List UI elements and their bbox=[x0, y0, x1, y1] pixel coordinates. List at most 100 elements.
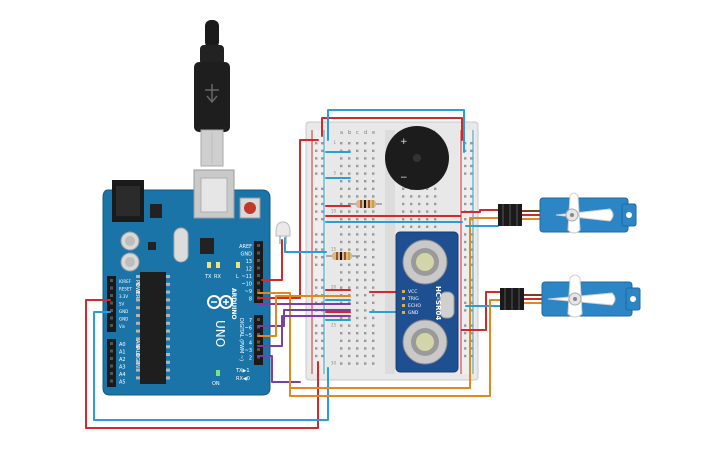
rail-hole[interactable] bbox=[315, 233, 318, 236]
rail-hole[interactable] bbox=[321, 354, 324, 358]
rail-hole[interactable] bbox=[464, 172, 467, 175]
wire-servo2-signal[interactable] bbox=[289, 299, 501, 397]
breadboard-hole[interactable] bbox=[348, 149, 351, 152]
rail-hole[interactable] bbox=[321, 339, 324, 342]
breadboard-hole[interactable] bbox=[356, 339, 359, 342]
rail-hole[interactable] bbox=[321, 233, 324, 236]
breadboard-hole[interactable] bbox=[364, 195, 367, 198]
breadboard-hole[interactable] bbox=[402, 225, 405, 228]
rail-hole[interactable] bbox=[470, 278, 473, 282]
rail-hole[interactable] bbox=[464, 233, 467, 236]
breadboard-hole[interactable] bbox=[348, 195, 351, 198]
wire-pin-12[interactable] bbox=[257, 139, 319, 299]
breadboard-hole[interactable] bbox=[372, 225, 375, 228]
rail-hole[interactable] bbox=[315, 210, 318, 213]
rail-hole[interactable] bbox=[470, 339, 473, 342]
breadboard-hole[interactable] bbox=[364, 339, 367, 342]
rail-hole[interactable] bbox=[321, 149, 324, 152]
header-pin-hole[interactable] bbox=[257, 318, 260, 321]
breadboard-hole[interactable] bbox=[426, 218, 429, 221]
breadboard-hole[interactable] bbox=[372, 278, 375, 282]
resistor-2[interactable] bbox=[326, 252, 360, 260]
rail-hole[interactable] bbox=[470, 172, 473, 175]
header-pin-hole[interactable] bbox=[257, 340, 260, 344]
breadboard-hole[interactable] bbox=[372, 149, 375, 152]
breadboard-hole[interactable] bbox=[348, 324, 351, 327]
breadboard-hole[interactable] bbox=[348, 286, 351, 289]
breadboard-hole[interactable] bbox=[340, 180, 343, 183]
rail-hole[interactable] bbox=[321, 202, 324, 206]
breadboard-hole[interactable] bbox=[356, 248, 359, 251]
breadboard-hole[interactable] bbox=[340, 187, 343, 190]
wire-led-pin13[interactable] bbox=[261, 239, 283, 281]
wire-pin-6[interactable] bbox=[257, 309, 351, 327]
rail-hole[interactable] bbox=[464, 339, 467, 342]
rail-hole[interactable] bbox=[321, 286, 324, 289]
rail-hole[interactable] bbox=[321, 240, 324, 244]
rail-hole[interactable] bbox=[464, 157, 467, 160]
led[interactable] bbox=[275, 221, 291, 244]
wire-servo1-signal[interactable] bbox=[257, 217, 499, 389]
breadboard-hole[interactable] bbox=[372, 294, 375, 297]
breadboard-hole[interactable] bbox=[364, 248, 367, 251]
breadboard-hole[interactable] bbox=[356, 142, 359, 145]
breadboard-hole[interactable] bbox=[356, 354, 359, 358]
breadboard-hole[interactable] bbox=[356, 195, 359, 198]
rail-hole[interactable] bbox=[464, 142, 467, 145]
breadboard-hole[interactable] bbox=[340, 316, 343, 320]
header-pin-hole[interactable] bbox=[110, 279, 113, 282]
breadboard-hole[interactable] bbox=[348, 301, 351, 304]
breadboard-hole[interactable] bbox=[340, 202, 343, 206]
rail-hole[interactable] bbox=[464, 218, 467, 221]
rail-hole[interactable] bbox=[464, 149, 467, 152]
breadboard-hole[interactable] bbox=[340, 157, 343, 160]
rail-hole[interactable] bbox=[321, 195, 324, 198]
breadboard-hole[interactable] bbox=[372, 187, 375, 190]
breadboard-hole[interactable] bbox=[340, 210, 343, 213]
breadboard-hole[interactable] bbox=[364, 332, 367, 335]
rail-hole[interactable] bbox=[470, 286, 473, 289]
breadboard-hole[interactable] bbox=[356, 256, 359, 259]
rail-hole[interactable] bbox=[315, 142, 318, 145]
header-pin-hole[interactable] bbox=[257, 259, 260, 262]
breadboard-hole[interactable] bbox=[418, 225, 421, 228]
breadboard-hole[interactable] bbox=[348, 142, 351, 145]
rail-hole[interactable] bbox=[470, 187, 473, 190]
rail-hole[interactable] bbox=[470, 218, 473, 221]
breadboard-hole[interactable] bbox=[348, 347, 351, 350]
breadboard-hole[interactable] bbox=[356, 316, 359, 320]
breadboard-hole[interactable] bbox=[356, 294, 359, 297]
breadboard-hole[interactable] bbox=[356, 210, 359, 213]
breadboard-hole[interactable] bbox=[340, 362, 343, 365]
rail-hole[interactable] bbox=[464, 301, 467, 304]
breadboard-hole[interactable] bbox=[356, 362, 359, 365]
wire-servo2-vcc[interactable] bbox=[461, 291, 501, 331]
rail-hole[interactable] bbox=[464, 278, 467, 282]
header-pin-hole[interactable] bbox=[110, 316, 113, 320]
header-pin-hole[interactable] bbox=[257, 266, 260, 270]
breadboard-hole[interactable] bbox=[372, 195, 375, 198]
header-pin-hole[interactable] bbox=[110, 324, 113, 327]
rail-hole[interactable] bbox=[470, 256, 473, 259]
breadboard-hole[interactable] bbox=[340, 278, 343, 282]
piezo-buzzer[interactable]: + − bbox=[385, 126, 449, 190]
breadboard-hole[interactable] bbox=[348, 339, 351, 342]
rail-hole[interactable] bbox=[470, 157, 473, 160]
breadboard-hole[interactable] bbox=[340, 142, 343, 145]
rail-hole[interactable] bbox=[464, 354, 467, 358]
breadboard-hole[interactable] bbox=[348, 263, 351, 266]
breadboard-hole[interactable] bbox=[340, 195, 343, 198]
rail-hole[interactable] bbox=[321, 187, 324, 190]
wire-gnd[interactable] bbox=[93, 311, 329, 421]
rail-hole[interactable] bbox=[470, 332, 473, 335]
breadboard-hole[interactable] bbox=[418, 202, 421, 206]
rail-hole[interactable] bbox=[315, 218, 318, 221]
rail-hole[interactable] bbox=[315, 332, 318, 335]
rail-hole[interactable] bbox=[321, 301, 324, 304]
breadboard-hole[interactable] bbox=[364, 286, 367, 289]
breadboard-hole[interactable] bbox=[348, 187, 351, 190]
breadboard-hole[interactable] bbox=[340, 164, 343, 168]
wire-rail-top-red[interactable] bbox=[321, 117, 463, 141]
rail-hole[interactable] bbox=[315, 240, 318, 244]
wire-pin-3[interactable] bbox=[257, 355, 301, 383]
